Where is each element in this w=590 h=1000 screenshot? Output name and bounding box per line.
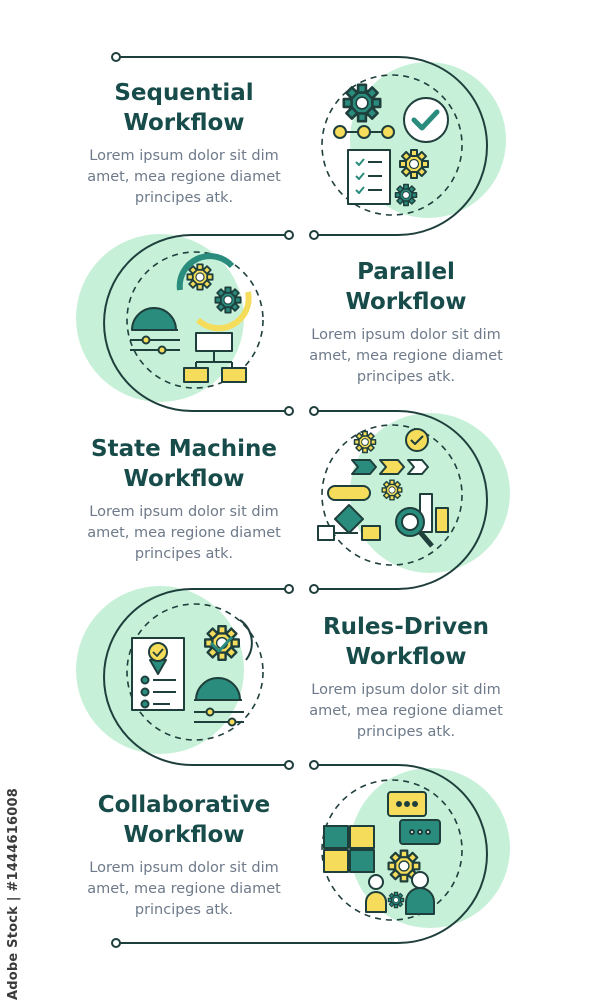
watermark-separator: | <box>6 896 21 902</box>
step-title: Collaborative Workflow <box>49 790 319 850</box>
stock-watermark: Adobe Stock | #1444616008 <box>6 788 21 1000</box>
step-description: Lorem ipsum dolor sit dim amet, mea regi… <box>271 680 541 743</box>
step-title-line2: Workflow <box>123 822 245 848</box>
step-desc-line2: amet, mea regione diamet <box>309 703 503 719</box>
step-description: Lorem ipsum dolor sit dim amet, mea regi… <box>271 325 541 388</box>
step-desc-line1: Lorem ipsum dolor sit dim <box>311 327 501 343</box>
step-desc-line2: amet, mea regione diamet <box>87 881 281 897</box>
step-title-line1: Collaborative <box>97 792 271 818</box>
step-title-line1: Parallel <box>357 259 455 285</box>
dashed-rings <box>126 74 463 921</box>
step-title: Sequential Workflow <box>49 78 319 138</box>
step-title-line1: State Machine <box>91 436 277 462</box>
sequential-workflow-icon <box>333 83 449 207</box>
step-title-line2: Workflow <box>123 110 245 136</box>
step-title-line1: Rules-Driven <box>322 614 490 640</box>
timeline-line <box>103 56 488 944</box>
step-desc-line3: principes atk. <box>356 369 456 385</box>
step-rules-driven: Rules-Driven Workflow Lorem ipsum dolor … <box>271 612 541 743</box>
step-desc-line1: Lorem ipsum dolor sit dim <box>311 682 501 698</box>
step-state-machine: State Machine Workflow Lorem ipsum dolor… <box>49 434 319 565</box>
step-desc-line2: amet, mea regione diamet <box>87 169 281 185</box>
state-machine-workflow-icon <box>317 428 449 548</box>
step-desc-line3: principes atk. <box>356 724 456 740</box>
step-collaborative: Collaborative Workflow Lorem ipsum dolor… <box>49 790 319 921</box>
rules-driven-workflow-icon <box>131 619 253 727</box>
step-parallel: Parallel Workflow Lorem ipsum dolor sit … <box>271 257 541 388</box>
step-description: Lorem ipsum dolor sit dim amet, mea regi… <box>49 502 319 565</box>
timeline-dots <box>111 52 319 948</box>
step-title-line1: Sequential <box>114 80 254 106</box>
step-title-line2: Workflow <box>345 644 467 670</box>
step-description: Lorem ipsum dolor sit dim amet, mea regi… <box>49 858 319 921</box>
step-title: Parallel Workflow <box>271 257 541 317</box>
step-title-line2: Workflow <box>345 289 467 315</box>
step-title: State Machine Workflow <box>49 434 319 494</box>
parallel-workflow-icon <box>130 253 252 383</box>
step-desc-line1: Lorem ipsum dolor sit dim <box>89 504 279 520</box>
step-title-line2: Workflow <box>123 466 245 492</box>
step-desc-line2: amet, mea regione diamet <box>309 348 503 364</box>
step-title: Rules-Driven Workflow <box>271 612 541 672</box>
step-desc-line1: Lorem ipsum dolor sit dim <box>89 148 279 164</box>
step-sequential: Sequential Workflow Lorem ipsum dolor si… <box>49 78 319 209</box>
step-desc-line1: Lorem ipsum dolor sit dim <box>89 860 279 876</box>
step-desc-line3: principes atk. <box>134 190 234 206</box>
watermark-brand: Adobe Stock <box>6 905 21 1000</box>
step-desc-line3: principes atk. <box>134 546 234 562</box>
collaborative-workflow-icon <box>323 791 441 915</box>
watermark-id: #1444616008 <box>6 788 21 892</box>
step-desc-line3: principes atk. <box>134 902 234 918</box>
step-description: Lorem ipsum dolor sit dim amet, mea regi… <box>49 146 319 209</box>
step-desc-line2: amet, mea regione diamet <box>87 525 281 541</box>
